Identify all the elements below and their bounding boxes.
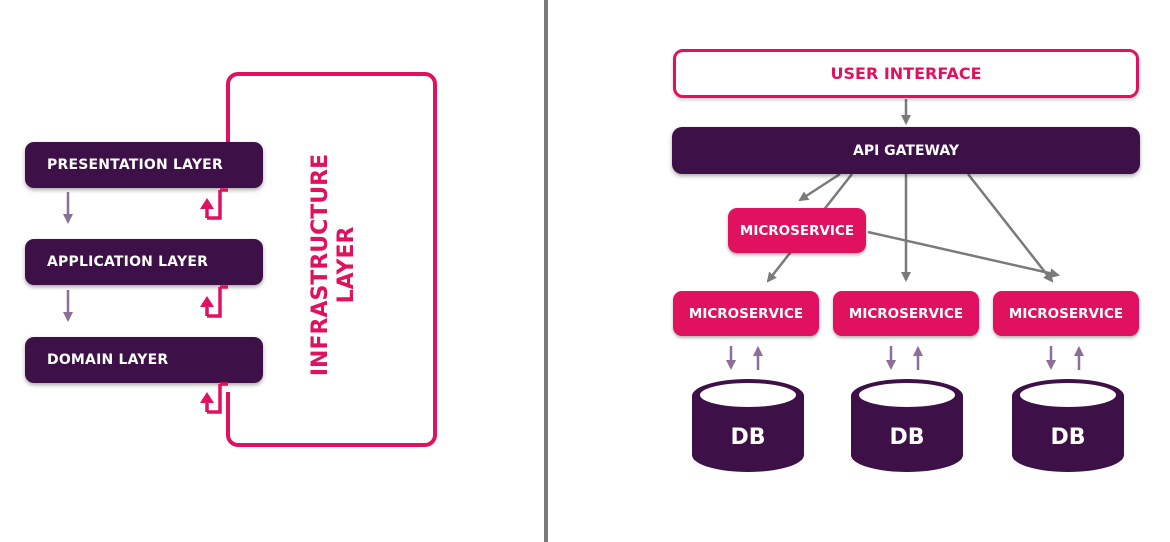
arrow-top-ms-to-ms3 bbox=[867, 230, 1060, 279]
db-arrows bbox=[726, 346, 1084, 370]
api-gateway-box: API GATEWAY bbox=[672, 127, 1140, 174]
domain-layer-label: DOMAIN LAYER bbox=[47, 352, 169, 368]
presentation-layer-box: PRESENTATION LAYER bbox=[25, 142, 263, 188]
gateway-arrows bbox=[766, 172, 1060, 283]
db-1-label: DB bbox=[730, 425, 766, 450]
db-3-label: DB bbox=[1050, 425, 1086, 450]
section-divider bbox=[544, 0, 548, 542]
api-gateway-label: API GATEWAY bbox=[853, 142, 959, 159]
hook-arrowheads bbox=[200, 198, 214, 403]
arrow-gateway-to-top-microservice bbox=[798, 172, 841, 202]
presentation-layer-label: PRESENTATION LAYER bbox=[47, 157, 223, 173]
db-2-label: DB bbox=[889, 425, 925, 450]
user-interface-label: USER INTERFACE bbox=[830, 64, 982, 83]
domain-layer-box: DOMAIN LAYER bbox=[25, 337, 263, 383]
microservice-2-label: MICROSERVICE bbox=[848, 305, 964, 322]
arrow-gateway-to-ms3 bbox=[967, 173, 1054, 283]
db-cylinders bbox=[692, 379, 1124, 472]
db-cylinder-2 bbox=[851, 379, 963, 472]
hook-arrowhead-3 bbox=[200, 392, 214, 403]
microservice-1: MICROSERVICE bbox=[673, 291, 819, 336]
microservice-3: MICROSERVICE bbox=[993, 291, 1139, 336]
user-interface-box: USER INTERFACE bbox=[673, 49, 1139, 98]
db-cylinder-3 bbox=[1012, 379, 1124, 472]
microservice-top: MICROSERVICE bbox=[728, 208, 866, 253]
hook-arrowhead-2 bbox=[200, 296, 214, 307]
application-layer-box: APPLICATION LAYER bbox=[25, 239, 263, 285]
db-cylinder-1 bbox=[692, 379, 804, 472]
microservice-3-label: MICROSERVICE bbox=[1008, 305, 1124, 322]
hook-arrowhead-1 bbox=[200, 198, 214, 209]
microservice-2: MICROSERVICE bbox=[833, 291, 979, 336]
application-layer-label: APPLICATION LAYER bbox=[47, 254, 209, 270]
microservice-1-label: MICROSERVICE bbox=[688, 305, 804, 322]
microservice-top-label: MICROSERVICE bbox=[739, 222, 855, 239]
